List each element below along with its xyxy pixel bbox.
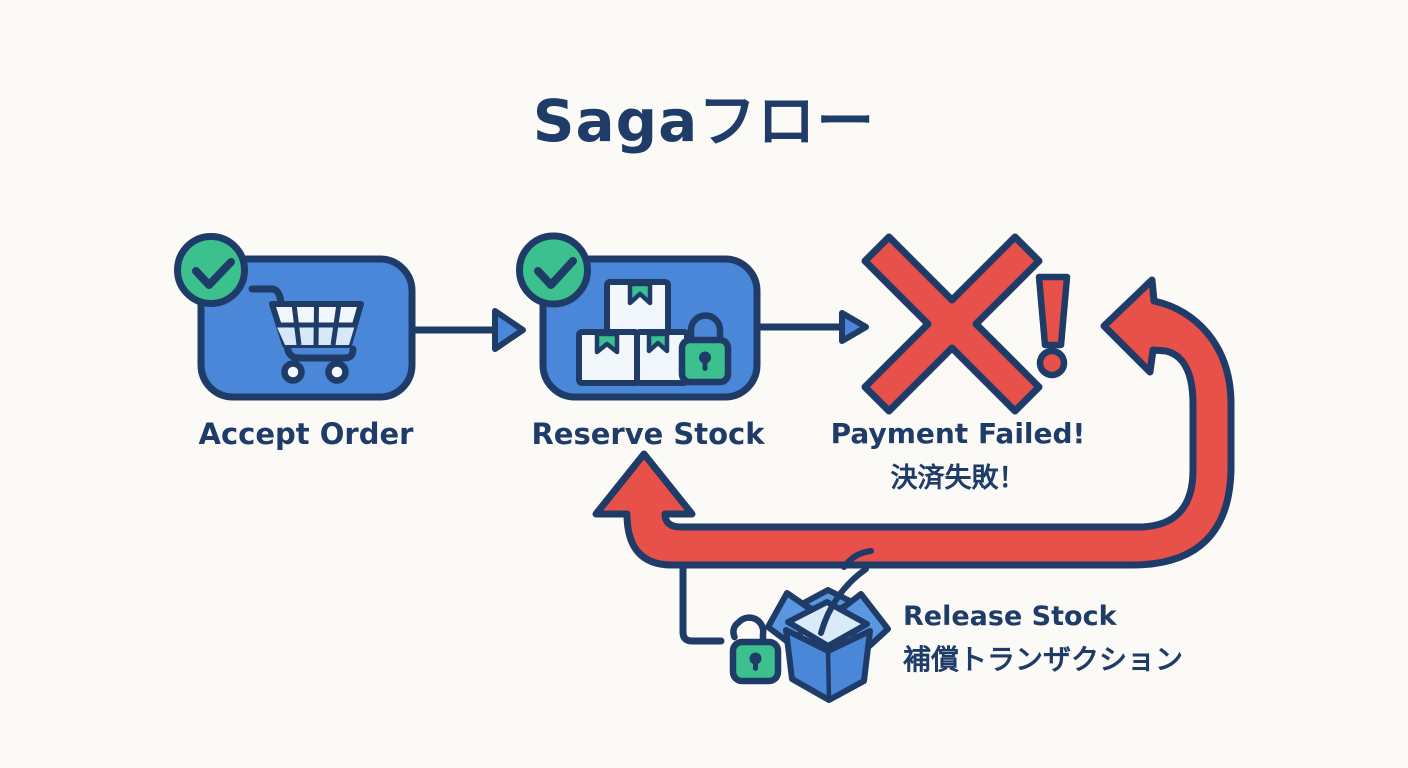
release-stock-label-en: Release Stock bbox=[903, 601, 1117, 632]
payment-failed-label-ja: 決済失敗！ bbox=[890, 463, 1026, 494]
release-stock-label-ja: 補償トランザクション bbox=[903, 643, 1184, 676]
lock-open-icon bbox=[729, 614, 782, 685]
accept-order-label: Accept Order bbox=[198, 417, 414, 451]
flow-arrow-1 bbox=[413, 308, 526, 352]
check-icon bbox=[516, 232, 591, 308]
reserve-stock-label: Reserve Stock bbox=[531, 417, 765, 451]
check-icon bbox=[174, 233, 248, 307]
motion-lines bbox=[818, 548, 874, 636]
step-node-reserve-stock bbox=[516, 232, 761, 401]
exclamation-icon bbox=[1035, 273, 1071, 379]
red-return-arrow bbox=[592, 276, 1235, 569]
cart-icon bbox=[248, 285, 364, 384]
step-node-accept-order bbox=[174, 233, 416, 401]
x-mark-icon bbox=[861, 233, 1043, 415]
diagram-title: Sagaフロー bbox=[532, 87, 876, 155]
connector-line bbox=[679, 562, 725, 645]
lock-closed-icon bbox=[678, 312, 732, 386]
payment-failed-label-en: Payment Failed! bbox=[830, 417, 1086, 450]
open-box-icon bbox=[765, 587, 891, 703]
flow-arrow-2 bbox=[757, 310, 869, 344]
